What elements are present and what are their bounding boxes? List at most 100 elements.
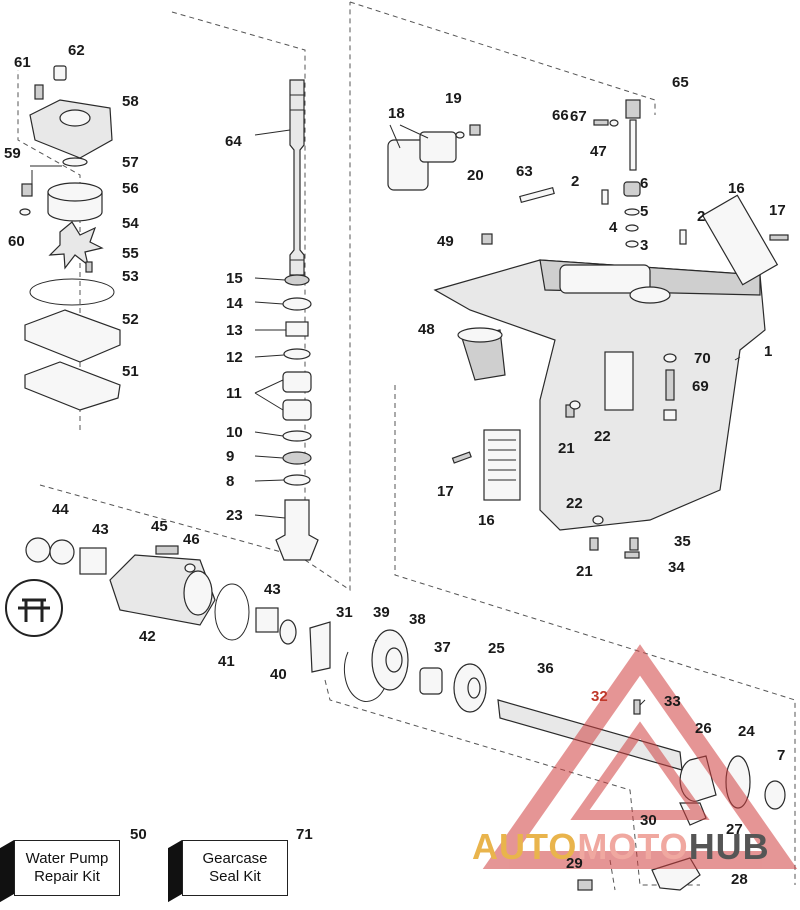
callout-37: 37 — [434, 639, 451, 656]
gearcase-housing — [387, 99, 789, 559]
washer-8 — [283, 474, 311, 486]
callout-13: 13 — [226, 322, 243, 339]
callout-69: 70 — [694, 350, 711, 367]
seal-5 — [624, 208, 640, 216]
retainer-31 — [309, 621, 331, 673]
gearcase-kit-number: 71 — [296, 826, 313, 843]
screw-34 — [624, 551, 640, 559]
callout-1: 1 — [764, 343, 772, 360]
pump-housing-58 — [29, 99, 113, 159]
callout-19: 19 — [445, 90, 462, 107]
callout-54: 54 — [122, 215, 139, 232]
screw-49 — [481, 233, 493, 245]
callout-64: 64 — [225, 133, 242, 150]
callout-17a: 17 — [437, 483, 454, 500]
callout-67: 67 — [570, 108, 587, 125]
race-10 — [282, 430, 312, 442]
washer-46 — [184, 563, 196, 573]
callout-61: 61 — [14, 54, 31, 71]
water-pump-kit-label: Water Pump Repair Kit — [14, 840, 120, 896]
water-pump-group — [19, 65, 121, 411]
callout-60: 60 — [8, 233, 25, 250]
seal-22b — [592, 515, 604, 525]
callout-40: 40 — [270, 666, 287, 683]
callout-6: 6 — [640, 175, 648, 192]
callout-32: 32 — [591, 688, 608, 705]
callout-14: 14 — [226, 295, 243, 312]
callout-46: 46 — [183, 531, 200, 548]
screw-19 — [469, 124, 481, 136]
callout-24: 24 — [738, 723, 755, 740]
plate-52 — [24, 309, 121, 363]
callout-35: 35 — [674, 533, 691, 550]
callout-34: 34 — [668, 559, 685, 576]
callout-56: 56 — [122, 180, 139, 197]
gearcase-seal-kit: Gearcase Seal Kit 71 — [168, 826, 313, 903]
washer-69 — [663, 353, 677, 363]
callout-11: 11 — [226, 385, 242, 402]
callout-59: 59 — [4, 145, 21, 162]
driveshaft-group — [254, 79, 319, 561]
bearing-37 — [419, 667, 443, 695]
pin-63 — [519, 186, 555, 204]
bearing-43a — [79, 547, 107, 575]
stud-68 — [665, 369, 675, 401]
callout-43a: 43 — [92, 521, 109, 538]
callout-51: 51 — [122, 363, 139, 380]
washer-60 — [19, 208, 31, 216]
callout-57: 57 — [122, 154, 139, 171]
nut-70 — [663, 409, 677, 421]
pin-2b — [679, 229, 687, 245]
callout-43b: 43 — [264, 581, 281, 598]
callout-26: 26 — [695, 720, 712, 737]
gasket-53 — [29, 278, 115, 306]
cover-plate — [604, 351, 634, 411]
shift-rod-47 — [629, 119, 637, 171]
callout-62: 62 — [68, 42, 85, 59]
washer-12 — [283, 348, 311, 360]
callout-2a: 2 — [571, 173, 579, 190]
callout-17b: 17 — [769, 202, 786, 219]
callout-25: 25 — [488, 640, 505, 657]
callout-68: 69 — [692, 378, 709, 395]
callout-9: 9 — [226, 448, 234, 465]
watermark-moto: MOTO — [577, 826, 689, 867]
impeller-54 — [48, 221, 104, 270]
watermark-hub: HUB — [688, 826, 770, 867]
callout-2b: 2 — [697, 208, 705, 225]
bracket-18 — [387, 139, 429, 191]
washer-40 — [279, 619, 297, 645]
insert-59 — [21, 183, 33, 197]
callout-45: 45 — [151, 518, 168, 535]
washer-20 — [455, 131, 465, 139]
callout-4: 4 — [609, 219, 618, 236]
screen-16b — [701, 194, 779, 286]
screen-16a — [483, 429, 521, 501]
callout-52: 52 — [122, 311, 139, 328]
callout-8: 8 — [226, 473, 234, 490]
callout-21a: 21 — [558, 440, 575, 457]
bushing-13 — [285, 321, 309, 337]
callout-42: 42 — [139, 628, 156, 645]
bearing-15 — [284, 274, 310, 286]
water-pump-kit-number: 50 — [130, 826, 147, 843]
seal-44b — [49, 539, 75, 565]
callout-28: 28 — [731, 871, 748, 888]
screw-17b — [769, 234, 789, 241]
kit-box-side — [168, 840, 182, 903]
watermark-auto: AUTO — [472, 826, 578, 867]
grommet-62 — [53, 65, 67, 81]
callout-20: 20 — [467, 167, 484, 184]
screw-35 — [629, 537, 639, 551]
thrust-bearing-9 — [282, 451, 312, 465]
callout-39: 39 — [373, 604, 390, 621]
callout-48: 48 — [418, 321, 435, 338]
pin-2a — [601, 189, 609, 205]
callout-labels: 61 62 58 59 57 56 60 54 55 53 52 51 64 1… — [4, 42, 786, 888]
seal-44a — [25, 537, 51, 563]
washer-67 — [609, 119, 619, 127]
bearing-14 — [282, 297, 312, 311]
callout-27: 27 — [726, 821, 743, 838]
watermark-text: AUTOMOTOHUB — [472, 826, 770, 868]
